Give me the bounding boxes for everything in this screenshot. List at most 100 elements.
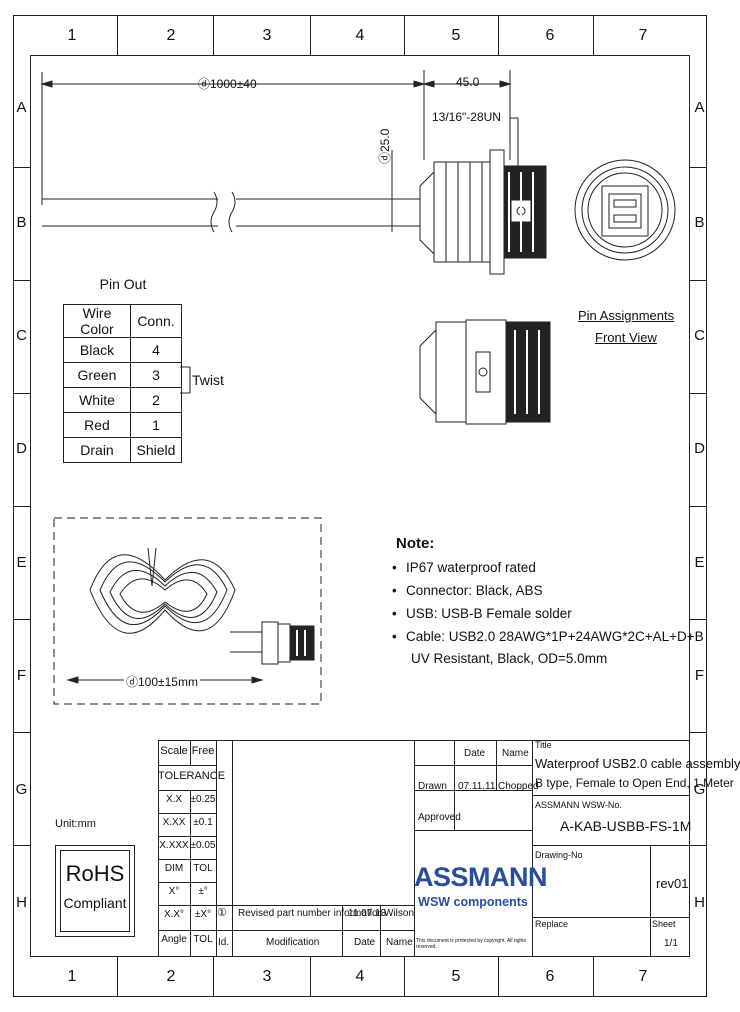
- drawing-no-label: Drawing-No: [535, 850, 583, 860]
- rev-name-header: Name: [386, 937, 413, 948]
- zone-tick: [13, 845, 30, 846]
- grid-line: [158, 813, 216, 814]
- pinout-title: Pin Out: [99, 276, 147, 292]
- grid-line: [158, 790, 216, 791]
- revision-number: rev01: [656, 876, 689, 891]
- tolerance-dim: X.X°: [163, 909, 185, 920]
- table-header-row: Wire Color Conn.: [63, 304, 182, 338]
- scale-label: Scale: [160, 745, 188, 757]
- zone-column-label: 2: [166, 968, 176, 985]
- conn: 3: [130, 362, 182, 388]
- zone-tick: [690, 167, 707, 168]
- zone-row-label: C: [16, 327, 27, 344]
- grid-line: [158, 740, 690, 741]
- zone-column-label: 5: [451, 27, 461, 44]
- pin-assign-title: Pin Assignments: [578, 308, 675, 323]
- drawn-label: Drawn: [418, 781, 447, 792]
- rev-mod-header: Modification: [266, 937, 320, 948]
- zone-row-label: G: [693, 781, 706, 798]
- grid-line: [158, 765, 216, 766]
- grid-line: [158, 930, 216, 931]
- tolerance-dim: X.X: [165, 794, 183, 805]
- length-dimension: ⓓ1000±40: [198, 77, 257, 91]
- conn: 4: [130, 337, 182, 363]
- zone-row-label: F: [16, 667, 27, 684]
- zone-column-label: 5: [451, 968, 461, 985]
- zone-tick: [690, 506, 707, 507]
- tolerance-value: TOL: [193, 934, 213, 945]
- grid-line: [190, 740, 191, 765]
- wire-color: Black: [63, 337, 131, 363]
- unit-label: Unit:mm: [55, 818, 96, 830]
- grid-line: [532, 740, 533, 957]
- zone-column-label: 3: [262, 968, 272, 985]
- rev-date-header: Date: [354, 937, 376, 948]
- inner-border: [30, 55, 690, 957]
- drawn-name: Chopped: [498, 781, 539, 792]
- zone-tick: [310, 15, 311, 55]
- zone-tick: [593, 957, 594, 997]
- diameter-dimension: ⓓ25.0: [378, 128, 392, 164]
- grid-line: [414, 765, 532, 766]
- zone-column-label: 4: [355, 968, 365, 985]
- name-header: Name: [502, 748, 529, 759]
- grid-line: [414, 790, 532, 791]
- grid-line: [380, 905, 381, 957]
- zone-column-label: 3: [262, 27, 272, 44]
- conn: 2: [130, 387, 182, 413]
- grid-line: [414, 830, 532, 831]
- zone-row-label: E: [16, 554, 27, 571]
- revision-date: 11.07.13: [348, 908, 387, 919]
- zone-row-label: C: [694, 327, 705, 344]
- note-item: Cable: USB2.0 28AWG*1P+24AWG*2C+AL+D+B: [406, 625, 704, 648]
- header-wire-color: Wire Color: [63, 304, 131, 338]
- zone-column-label: 2: [166, 27, 176, 44]
- grid-line: [216, 930, 414, 931]
- scale-value: Free: [191, 745, 215, 757]
- notes-heading: Note:: [396, 535, 435, 552]
- wire-color: White: [63, 387, 131, 413]
- grid-line: [158, 882, 216, 883]
- zone-column-label: 7: [638, 27, 648, 44]
- zone-row-label: F: [694, 667, 705, 684]
- grid-line: [532, 795, 690, 796]
- wire-color: Drain: [63, 437, 131, 463]
- tolerance-value: ±0.25: [190, 794, 216, 805]
- connector-dimension: 45.0: [456, 75, 480, 89]
- date-header: Date: [464, 748, 486, 759]
- zone-tick: [498, 957, 499, 997]
- grid-line: [532, 917, 690, 918]
- logo-text: ASSMANN: [414, 862, 548, 892]
- zone-tick: [690, 732, 707, 733]
- zone-row-label: D: [694, 440, 705, 457]
- thread-label: 13/16"-28UN: [432, 110, 501, 124]
- rohs-subtitle: Compliant: [63, 895, 127, 911]
- grid-line: [342, 905, 343, 957]
- zone-row-label: D: [16, 440, 27, 457]
- grid-line: [158, 740, 159, 957]
- zone-tick: [117, 15, 118, 55]
- grid-line: [216, 740, 217, 957]
- conn: 1: [130, 412, 182, 438]
- tolerance-value: ±X°: [194, 909, 212, 920]
- tolerance-dim: DIM: [164, 863, 184, 874]
- wire-color: Green: [63, 362, 131, 388]
- zone-column-label: 1: [67, 27, 77, 44]
- zone-tick: [13, 732, 30, 733]
- zone-tick: [690, 280, 707, 281]
- cable-drawing: [40, 70, 676, 705]
- zone-row-label: B: [694, 214, 705, 231]
- zone-tick: [593, 15, 594, 55]
- zone-tick: [690, 393, 707, 394]
- grid-line: [158, 836, 216, 837]
- tolerance-value: ±°: [198, 886, 208, 897]
- zone-row-label: A: [16, 99, 27, 116]
- drawn-date: 07.11.11: [458, 781, 496, 792]
- zone-column-label: 7: [638, 968, 648, 985]
- notes-list: IP67 waterproof rated Connector: Black, …: [390, 556, 704, 648]
- tolerance-dim: X°: [168, 886, 180, 897]
- logo-subtext: WSW components: [418, 895, 528, 909]
